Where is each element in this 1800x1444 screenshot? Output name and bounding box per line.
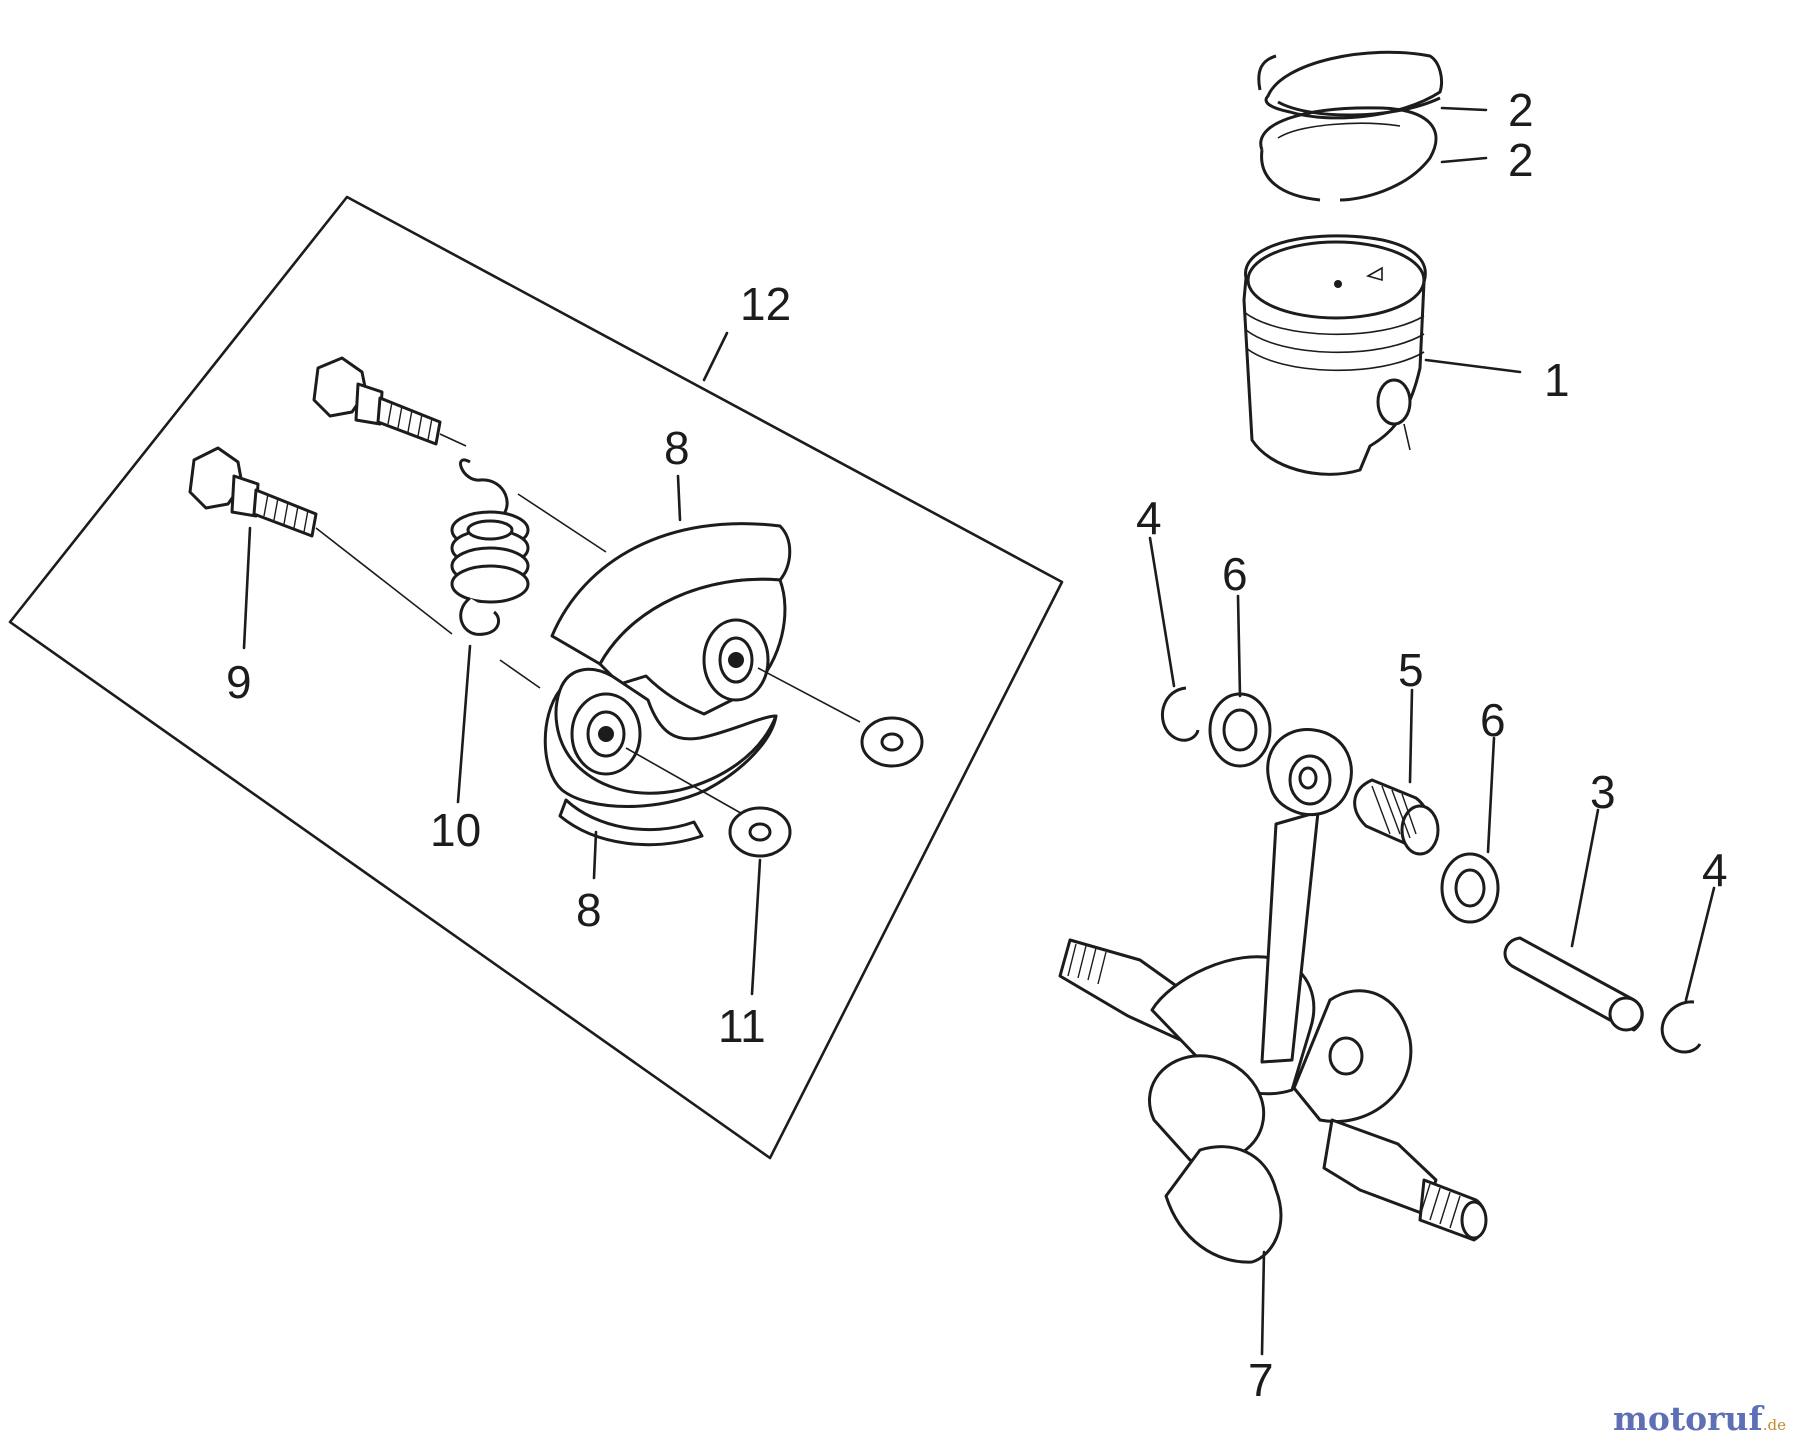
clutch-washer-upper bbox=[860, 716, 924, 768]
leader-4-left bbox=[1148, 536, 1176, 688]
piston-ring-upper bbox=[1257, 50, 1444, 120]
clutch-shoes bbox=[543, 522, 861, 847]
leader-11 bbox=[750, 858, 762, 996]
crankshaft bbox=[1058, 728, 1488, 1264]
callout-8-upper: 8 bbox=[664, 422, 690, 474]
piston-pin bbox=[1503, 936, 1644, 1032]
clutch-assembly-frame bbox=[8, 195, 1064, 1160]
leader-1 bbox=[1424, 358, 1522, 374]
piston bbox=[1242, 234, 1427, 476]
leader-8-upper bbox=[676, 474, 682, 522]
clutch-washer-lower bbox=[728, 806, 792, 858]
watermark-logo[interactable]: motoruf.de bbox=[1613, 1399, 1786, 1438]
circlip-right bbox=[1660, 1000, 1702, 1054]
callout-6-left: 6 bbox=[1222, 548, 1248, 600]
bolt-upper bbox=[312, 356, 467, 447]
callout-1: 1 bbox=[1544, 354, 1570, 406]
callout-8-lower: 8 bbox=[576, 884, 602, 936]
leader-12 bbox=[702, 331, 729, 382]
callout-2-lower: 2 bbox=[1508, 134, 1534, 186]
washer-left bbox=[1208, 692, 1272, 768]
leader-2-upper bbox=[1440, 106, 1488, 112]
watermark-tld: .de bbox=[1762, 1416, 1786, 1434]
leader-5 bbox=[1408, 688, 1414, 784]
leader-3 bbox=[1570, 808, 1600, 948]
leader-2-lower bbox=[1440, 156, 1488, 164]
needle-bearing bbox=[1353, 778, 1440, 856]
callout-6-right: 6 bbox=[1480, 694, 1506, 746]
callout-10: 10 bbox=[430, 804, 481, 856]
washer-right bbox=[1440, 852, 1500, 924]
leader-7 bbox=[1260, 1250, 1266, 1356]
leader-6-right bbox=[1486, 736, 1496, 854]
bolt-lower bbox=[188, 446, 453, 635]
leader-9 bbox=[242, 526, 252, 650]
callout-12: 12 bbox=[740, 278, 791, 330]
leader-6-left bbox=[1236, 594, 1242, 698]
circlip-left bbox=[1160, 686, 1200, 742]
callout-7: 7 bbox=[1248, 1354, 1274, 1406]
callout-2-upper: 2 bbox=[1508, 84, 1534, 136]
leader-4-right bbox=[1684, 886, 1716, 1002]
callout-4-left: 4 bbox=[1136, 492, 1162, 544]
callout-3: 3 bbox=[1590, 766, 1616, 818]
watermark-main: motoruf bbox=[1612, 1399, 1763, 1438]
callout-4-right: 4 bbox=[1702, 844, 1728, 896]
clutch-spring bbox=[450, 458, 607, 689]
callout-5: 5 bbox=[1398, 644, 1424, 696]
leader-8-lower bbox=[592, 830, 598, 880]
leader-10 bbox=[456, 644, 472, 804]
callout-9: 9 bbox=[226, 656, 252, 708]
callout-11: 11 bbox=[718, 1000, 766, 1052]
piston-ring-lower bbox=[1259, 106, 1438, 202]
